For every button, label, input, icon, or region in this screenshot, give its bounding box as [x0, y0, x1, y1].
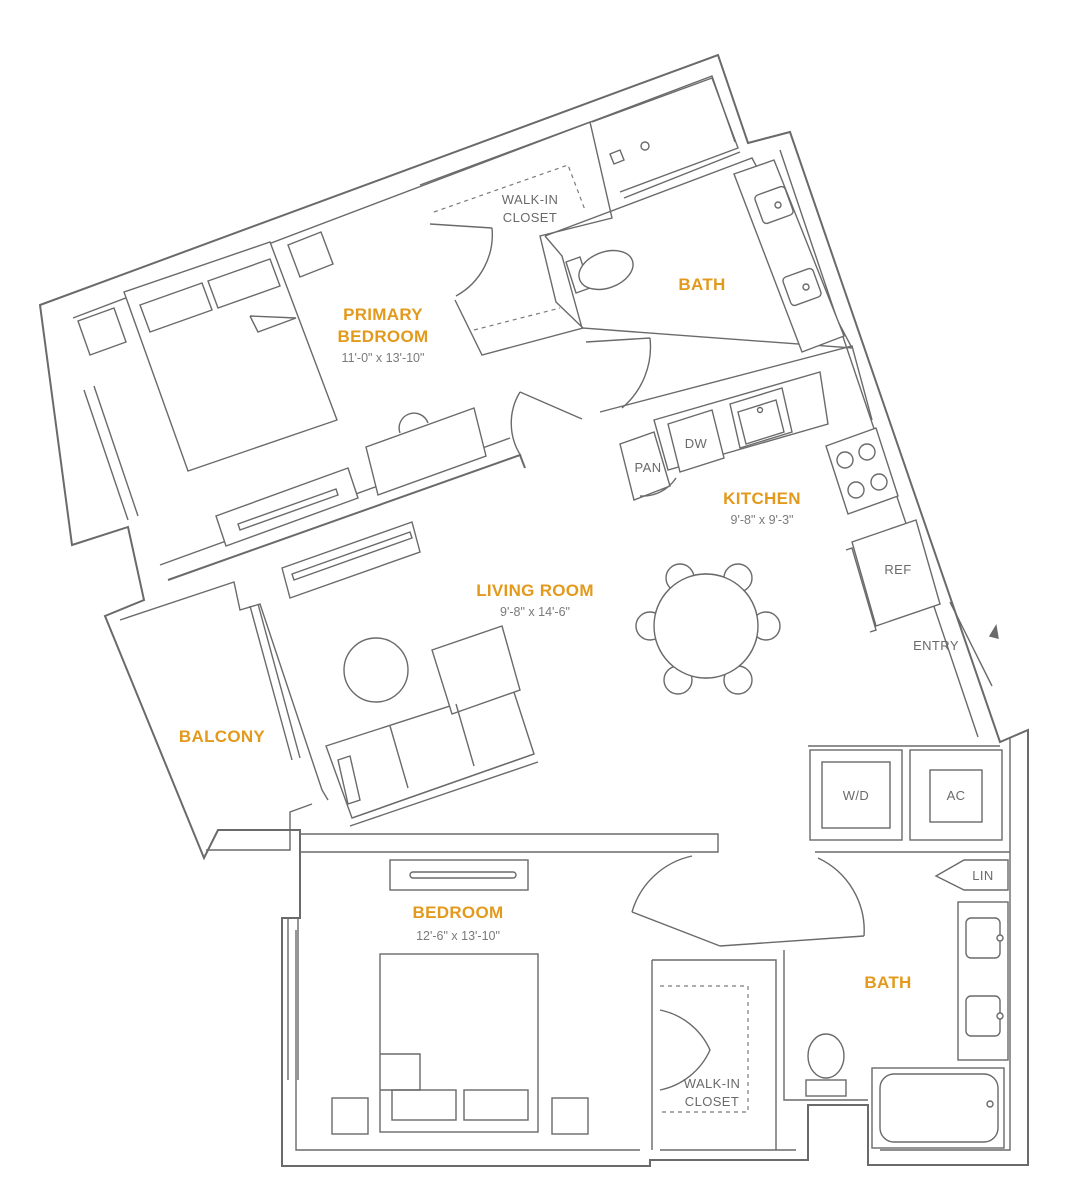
- living-room: [281, 521, 781, 827]
- kitchen-label: KITCHEN: [723, 489, 801, 508]
- linen: [934, 859, 1009, 891]
- vanity-primary: [733, 159, 845, 353]
- sink-1: [754, 185, 794, 225]
- bedroom-nightstand-right: [551, 1097, 589, 1135]
- sink-2: [782, 267, 822, 307]
- wd-label: W/D: [843, 788, 869, 803]
- second-bath: LIN: [719, 851, 1010, 1149]
- bedroom-bed: [379, 953, 539, 1133]
- walk-in-closet-top-label-2: CLOSET: [503, 210, 557, 225]
- desk: [365, 407, 487, 496]
- ac-label: AC: [947, 788, 966, 803]
- room-labels: PRIMARY BEDROOM 11'-0" x 13'-10" BATH KI…: [179, 275, 911, 992]
- primary-bed: [123, 241, 338, 472]
- primary-bedroom-area: [77, 231, 583, 581]
- refrigerator: REF: [845, 519, 941, 633]
- dining-set: [635, 563, 781, 695]
- pan-label: PAN: [635, 460, 662, 475]
- primary-bedroom-dims: 11'-0" x 13'-10": [342, 351, 425, 365]
- kitchen-dims: 9'-8" x 9'-3": [731, 513, 794, 527]
- ref-label: REF: [884, 562, 911, 577]
- walk-in-closet-bottom: WALK-IN CLOSET: [651, 959, 777, 1150]
- bedroom: [287, 833, 721, 1135]
- ac-unit: [909, 749, 1003, 841]
- primary-bedroom-label-1: PRIMARY: [343, 305, 423, 324]
- coffee-table: [343, 637, 409, 703]
- shower-valve-icon: [609, 149, 625, 165]
- lin-label: LIN: [972, 868, 993, 883]
- bedroom-dresser: [389, 859, 529, 891]
- primary-bath: [544, 157, 854, 409]
- primary-bedroom-label-2: BEDROOM: [338, 327, 429, 346]
- bedroom-nightstand-left: [331, 1097, 369, 1135]
- dw-label: DW: [685, 436, 708, 451]
- shower: [591, 77, 741, 199]
- bedroom-dims: 12'-6" x 13'-10": [416, 929, 500, 943]
- primary-bath-label: BATH: [678, 275, 725, 294]
- dresser: [215, 467, 359, 547]
- balcony: [119, 581, 329, 851]
- sofa: [325, 625, 539, 827]
- bathtub: [871, 1067, 1005, 1149]
- balcony-label: BALCONY: [179, 727, 266, 746]
- media-console: [281, 521, 421, 599]
- entry: ENTRY: [913, 601, 999, 687]
- utility: W/D AC: [808, 745, 1003, 841]
- walk-in-closet-bottom-label-1: WALK-IN: [684, 1076, 741, 1091]
- dishwasher: [667, 409, 725, 473]
- nightstand-right: [287, 231, 334, 278]
- entry-label: ENTRY: [913, 638, 959, 653]
- toilet-primary: [565, 249, 634, 294]
- shower-head-icon: [640, 141, 650, 151]
- washer-dryer: [809, 749, 903, 841]
- toilet-second: [805, 1033, 847, 1097]
- second-bath-label: BATH: [864, 973, 911, 992]
- living-room-label: LIVING ROOM: [476, 581, 594, 600]
- walk-in-closet-top: WALK-IN CLOSET: [419, 121, 613, 356]
- kitchen: DW PAN REF: [599, 345, 941, 633]
- nightstand-left: [77, 307, 127, 356]
- entry-arrow-icon: [988, 624, 999, 639]
- walk-in-closet-top-label-1: WALK-IN: [502, 192, 559, 207]
- living-room-dims: 9'-8" x 14'-6": [500, 605, 570, 619]
- walk-in-closet-bottom-label-2: CLOSET: [685, 1094, 739, 1109]
- bedroom-label: BEDROOM: [413, 903, 504, 922]
- cooktop: [825, 427, 899, 515]
